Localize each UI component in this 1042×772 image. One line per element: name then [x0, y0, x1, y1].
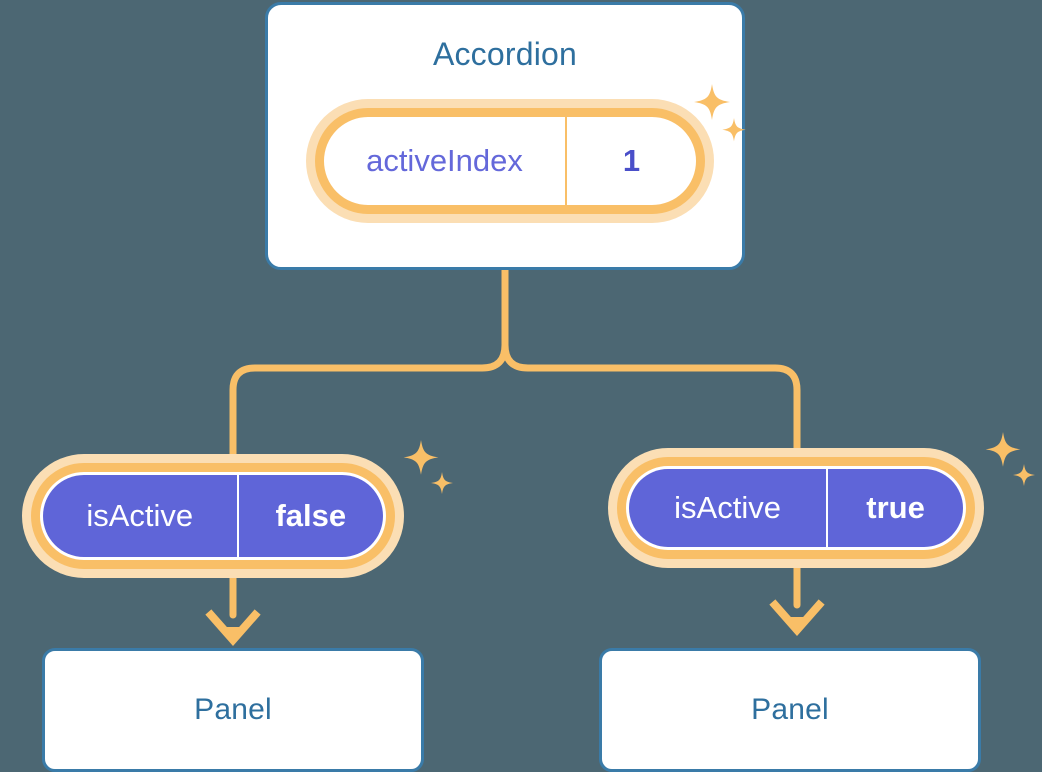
state-key: isActive [86, 498, 194, 533]
state-pill-is-active-false[interactable]: isActive false [31, 463, 395, 569]
sparkles-icon [985, 432, 1035, 486]
state-key: isActive [674, 490, 781, 525]
connector-branch-left [229, 341, 509, 466]
connector-branch-right [501, 341, 801, 466]
state-value: 1 [565, 117, 696, 205]
page-title: Accordion [432, 36, 578, 72]
arrow-tip-right [790, 617, 804, 633]
component-card-panel-left[interactable]: Panel [42, 648, 424, 772]
arrow-down-icon-right [769, 599, 825, 637]
state-key: activeIndex [366, 143, 523, 178]
component-card-panel-right[interactable]: Panel [599, 648, 981, 772]
arrow-down-icon-left [205, 609, 261, 647]
state-pill-active-index[interactable]: activeIndex 1 [315, 108, 705, 214]
state-pill-body: activeIndex 1 [315, 108, 705, 214]
state-pill-is-active-true[interactable]: isActive true [617, 457, 975, 559]
panel-title: Panel [194, 693, 272, 726]
state-pill-body: isActive true [617, 457, 975, 559]
state-value: false [236, 475, 383, 557]
panel-title: Panel [751, 693, 829, 726]
state-pill-body: isActive false [31, 463, 395, 569]
sparkles-icon [403, 440, 453, 494]
state-value: true [826, 469, 963, 547]
arrow-tip-left [226, 627, 240, 643]
